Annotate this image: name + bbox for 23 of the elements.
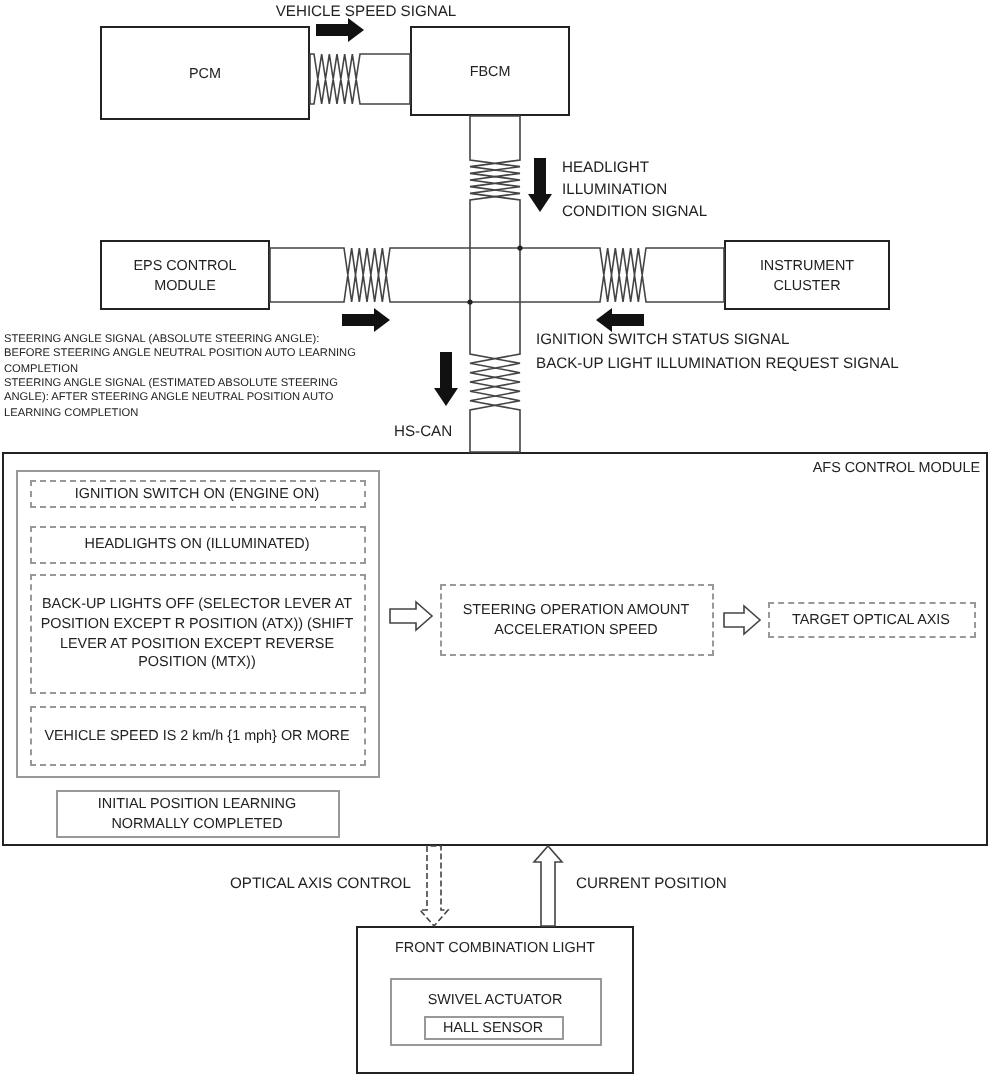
condition-group-box	[15, 469, 379, 777]
condition-box	[29, 479, 365, 507]
module-box	[100, 26, 310, 120]
actuator-box	[389, 977, 601, 1045]
twisted-pair-bus-line	[269, 247, 725, 303]
condition-box	[29, 525, 365, 563]
module-panel	[2, 452, 988, 846]
hollow-arrow	[389, 600, 434, 632]
module-box	[410, 26, 570, 116]
condition-box	[29, 705, 365, 765]
hollow-arrow	[723, 604, 762, 636]
component-box	[356, 926, 634, 1074]
hollow-arrow	[418, 845, 450, 928]
sensor-box	[423, 1015, 563, 1039]
calculation-box	[439, 583, 713, 655]
condition-box	[55, 789, 339, 837]
module-box	[100, 240, 270, 310]
output-box	[767, 601, 975, 637]
twisted-pair-bus-line	[469, 115, 521, 453]
twisted-pair-bus-line	[309, 53, 411, 105]
condition-box	[29, 573, 365, 693]
module-box	[724, 240, 890, 310]
hollow-arrow	[532, 844, 564, 927]
